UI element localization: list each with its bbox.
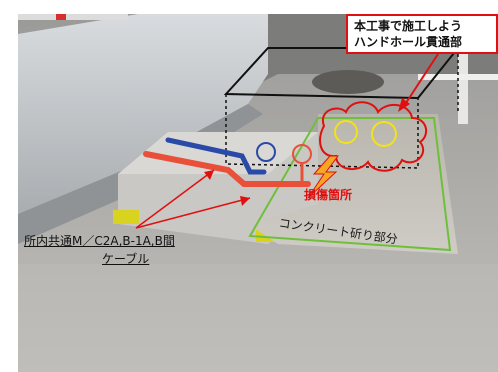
cable-pointer-2 [135,197,251,229]
manhole-cover [312,70,384,94]
cable-pointer-head-2 [240,196,250,206]
railing-post [458,54,468,124]
cable-label-line-1: 所内共通M／C2A,B-1A,B間 [24,234,175,248]
callout-line-2: ハンドホール貫通部 [354,35,463,49]
cable-pointer-head-1 [204,170,214,180]
callout-pointer-head [398,98,410,112]
damage-label: 損傷箇所 [304,188,353,202]
handhole-circle-left [334,120,358,144]
handhole-callout: 本工事で施工しよう ハンドホール貫通部 [346,14,498,54]
site-photo: 本工事で施工しよう ハンドホール貫通部 損傷箇所 コンクリート斫り部分 所内共通… [18,14,498,372]
railing-red [56,14,66,20]
foreground [18,264,498,372]
blue-cable-end-circle [256,142,276,162]
cable-label-line-2: ケーブル [102,252,150,266]
excavation-patch [248,114,458,254]
callout-pointer [403,53,439,107]
handhole-box-front [225,93,419,169]
blue-cable [165,137,267,175]
top-railing [18,14,128,20]
railing-bar [418,74,498,80]
concrete-duct [18,14,268,214]
photo-scene [18,14,498,372]
callout-line-1: 本工事で施工しよう [354,19,463,33]
handhole-circle-right [371,121,397,147]
cable-pointer-1 [135,169,215,229]
concrete-chipping-outline [248,117,452,252]
yellow-pad-left [113,210,139,224]
lightning-bolt [307,155,339,199]
damage-cloud [319,101,428,172]
red-cable [143,151,311,187]
